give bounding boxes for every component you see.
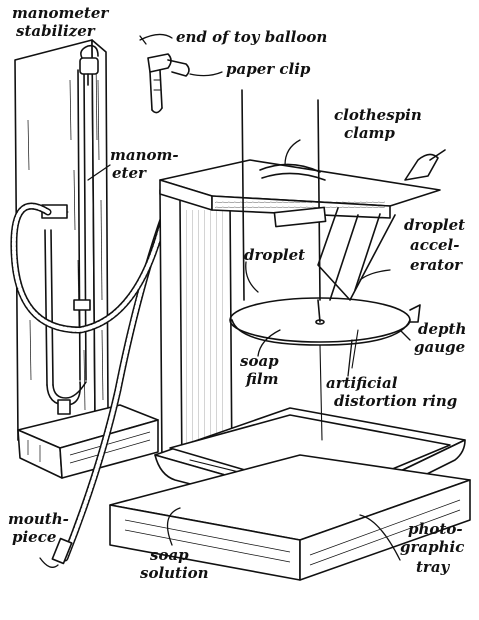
label-droplet-accelerator-line1: droplet — [404, 216, 466, 234]
clothespin-clamp — [259, 163, 327, 228]
top-board — [159, 159, 441, 219]
label-droplet: droplet — [244, 246, 306, 264]
label-photographic-tray-line1: photo- — [408, 520, 463, 538]
label-pointers — [39, 33, 411, 568]
label-depth-gauge-line2: gauge — [414, 338, 466, 356]
manometer-stabilizer — [79, 44, 99, 86]
label-manometer-line2: eter — [112, 164, 146, 182]
label-soap-film-line2: film — [246, 370, 279, 388]
balloon-end-detail — [147, 53, 190, 114]
label-soap-film-line1: soap — [240, 352, 279, 370]
label-mouthpiece-line2: piece — [12, 528, 57, 546]
manometer-board — [14, 39, 109, 441]
label-end-of-toy-balloon: end of toy balloon — [176, 28, 328, 46]
label-manometer-line1: manom- — [110, 146, 179, 164]
label-soap-solution-line2: solution — [140, 564, 209, 582]
label-manometer-stabilizer-line2: stabilizer — [16, 22, 95, 40]
label-paper-clip: paper clip — [226, 60, 311, 78]
accelerator-nozzle — [404, 149, 446, 181]
label-droplet-accelerator-line3: erator — [410, 256, 463, 274]
label-soap-solution-line1: soap — [150, 546, 189, 564]
label-droplet-accelerator-line2: accel- — [410, 236, 460, 254]
tray-base-block — [109, 454, 471, 581]
label-photographic-tray-line3: tray — [416, 558, 450, 576]
droplet-accelerator — [317, 207, 396, 301]
label-manometer-stabilizer-line1: manometer — [12, 4, 109, 22]
label-artificial-distortion-ring-line1: artificial — [326, 374, 398, 392]
label-artificial-distortion-ring-line2: distortion ring — [334, 392, 458, 410]
manometer-base-block — [17, 404, 159, 479]
label-clothespin-clamp-line1: clothespin — [334, 106, 422, 124]
label-clothespin-clamp-line2: clamp — [344, 124, 395, 142]
label-mouthpiece-line1: mouth- — [8, 510, 69, 528]
label-photographic-tray-line2: graphic — [400, 538, 465, 556]
label-depth-gauge-line1: depth — [418, 320, 467, 338]
